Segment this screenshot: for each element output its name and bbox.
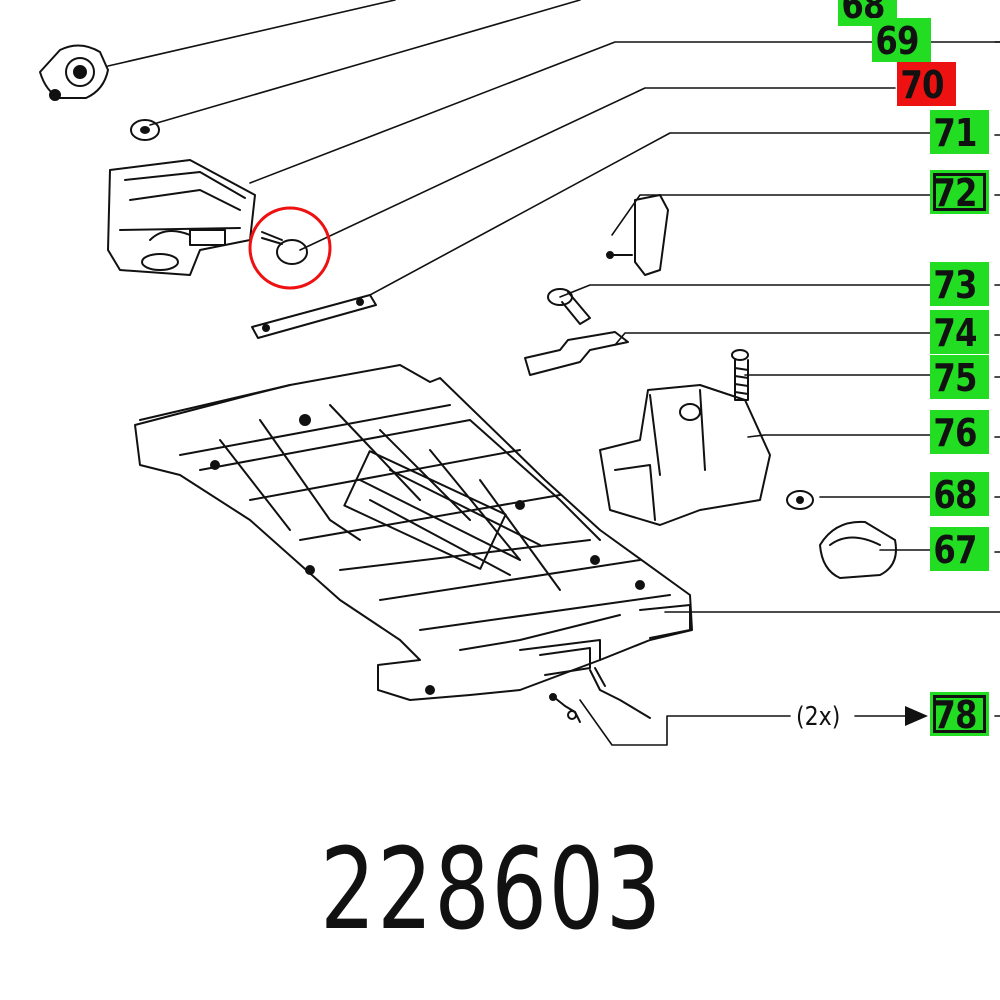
callout-74[interactable]: 74	[930, 310, 989, 354]
flat-bar-part	[251, 294, 377, 339]
quantity-multiplier: (2x)	[796, 702, 841, 732]
screw-part	[731, 349, 749, 401]
callout-72[interactable]: 72	[930, 170, 989, 214]
callout-68[interactable]: 68	[930, 472, 989, 516]
callout-70[interactable]: 70	[897, 62, 956, 106]
plate-part	[524, 331, 629, 376]
knob-part-67	[819, 520, 897, 579]
arrow-icon	[905, 706, 928, 726]
bracket-part	[107, 159, 256, 276]
part-number: 228603	[320, 825, 663, 955]
knob-part	[39, 44, 109, 101]
callout-71[interactable]: 71	[930, 110, 989, 154]
washer-part-68	[786, 490, 814, 510]
bolt-part	[547, 288, 591, 325]
callout-75[interactable]: 75	[930, 355, 989, 399]
side-bracket-part	[599, 384, 771, 526]
callout-73[interactable]: 73	[930, 262, 989, 306]
callout-78[interactable]: 78	[930, 692, 989, 736]
clip-part	[606, 194, 669, 276]
pin-part-70	[248, 206, 332, 290]
washer-part	[130, 119, 160, 141]
callout-76[interactable]: 76	[930, 410, 989, 454]
leader-lines	[107, 0, 1000, 746]
base-plate-part	[134, 364, 693, 701]
callout-67[interactable]: 67	[930, 527, 989, 571]
fastener-part-78	[549, 667, 651, 723]
callout-69[interactable]: 69	[872, 18, 931, 62]
